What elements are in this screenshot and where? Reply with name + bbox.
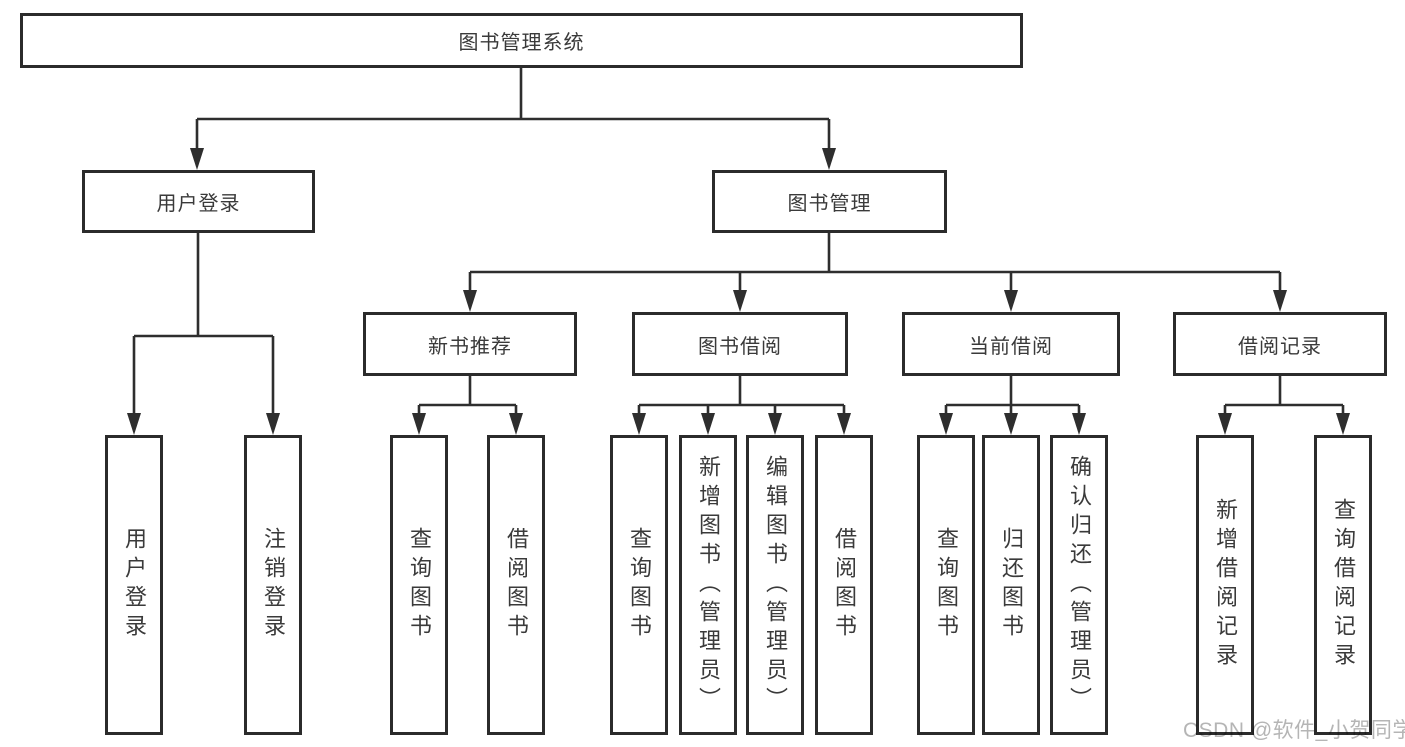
node-book-borrow-label: 图书借阅 [698,335,782,358]
leaf-return-books: 归还图书 [982,435,1040,735]
leaf-query-borrow-record: 查询借阅记录 [1314,435,1372,735]
csdn-watermark: CSDN @软件_小贺同学 [1183,719,1405,742]
node-user-login-label: 用户登录 [156,193,241,215]
leaf-add-borrow-record-label: 新增借阅记录 [1213,498,1238,672]
leaf-edit-book-admin-label: 编辑图书（管理员） [763,454,788,716]
leaf-query-books-current-label: 查询图书 [934,527,959,643]
node-new-book-recommend: 新书推荐 [363,312,577,376]
leaf-return-books-label: 归还图书 [999,527,1024,643]
node-borrow-records: 借阅记录 [1173,312,1387,376]
leaf-confirm-return-admin-label: 确认归还（管理员） [1067,454,1092,716]
connector-userlogin-to-leaves [134,233,273,338]
connector-currentborrow-fan [946,376,1079,407]
node-current-borrow-label: 当前借阅 [969,335,1053,358]
leaf-borrow-books-label: 借阅图书 [832,527,857,643]
connector-bookmgmt-to-level3 [470,233,1280,274]
node-new-book-recommend-label: 新书推荐 [428,335,512,358]
leaf-add-borrow-record: 新增借阅记录 [1196,435,1254,735]
connector-root-to-level2 [197,68,829,121]
node-book-borrow: 图书借阅 [632,312,848,376]
node-root-label: 图书管理系统 [458,32,585,54]
leaf-user-login: 用户登录 [105,435,163,735]
leaf-borrow-books: 借阅图书 [815,435,873,735]
leaf-borrow-books-recommend-label: 借阅图书 [504,527,529,643]
leaf-add-book-admin-label: 新增图书（管理员） [696,454,721,716]
connector-borrowrecords-fan [1225,376,1343,407]
leaf-user-login-label: 用户登录 [122,527,147,643]
leaf-query-books-current: 查询图书 [917,435,975,735]
node-user-login: 用户登录 [82,170,315,233]
node-borrow-records-label: 借阅记录 [1238,335,1322,358]
connector-bookborrow-fan [639,376,844,407]
leaf-logout-label: 注销登录 [261,527,286,643]
node-book-management-label: 图书管理 [787,193,872,215]
leaf-logout: 注销登录 [244,435,302,735]
leaf-query-books-recommend: 查询图书 [390,435,448,735]
arrowheads [127,148,1350,435]
leaf-query-books-borrow: 查询图书 [610,435,668,735]
node-current-borrow: 当前借阅 [902,312,1120,376]
leaf-query-books-borrow-label: 查询图书 [627,527,652,643]
leaf-edit-book-admin: 编辑图书（管理员） [746,435,804,735]
leaf-query-borrow-record-label: 查询借阅记录 [1331,498,1356,672]
leaf-confirm-return-admin: 确认归还（管理员） [1050,435,1108,735]
node-root-library-system: 图书管理系统 [20,13,1023,68]
leaf-add-book-admin: 新增图书（管理员） [679,435,737,735]
leaf-query-books-recommend-label: 查询图书 [407,527,432,643]
connector-newbook-fan [419,376,516,407]
leaf-borrow-books-recommend: 借阅图书 [487,435,545,735]
node-book-management: 图书管理 [712,170,947,233]
